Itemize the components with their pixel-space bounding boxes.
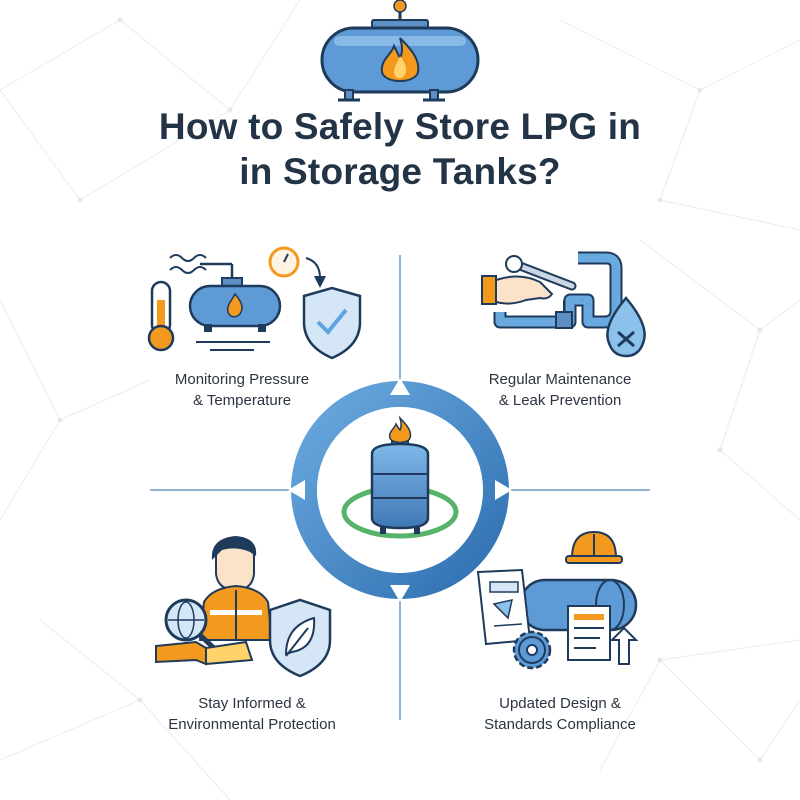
gear-icon [512,630,552,670]
upload-arrow-icon [609,626,639,665]
quadrant-design-illustration [476,530,639,670]
leak-drop-icon [606,296,646,358]
page-title: How to Safely Store LPG in in Storage Ta… [0,104,800,194]
caption-design-line1: Updated Design & [499,695,621,712]
vertical-lpg-cylinder-icon [341,415,459,539]
caption-design: Updated Design & Standards Compliance [430,693,690,735]
quadrant-monitoring-illustration [147,246,362,360]
hard-hat-icon [565,530,623,564]
worker-icon [198,536,274,641]
heat-waves-icon [169,254,207,274]
quadrant-informed-illustration [155,536,332,678]
title-line-1: How to Safely Store LPG in [158,106,642,147]
caption-monitoring-line2: & Temperature [192,392,292,409]
shield-check-icon [302,286,362,360]
caption-design-line2: Standards Compliance [484,716,636,733]
checklist-document-icon [567,605,611,661]
quadrant-maintenance-illustration [481,251,646,358]
hand-wrench-icon [481,255,577,305]
caption-informed-line1: Stay Informed & [198,695,306,712]
caption-informed: Stay Informed & Environmental Protection [122,693,382,735]
open-book-icon [155,640,254,666]
pressure-gauge-icon [268,246,326,288]
caption-monitoring: Monitoring Pressure & Temperature [112,369,372,411]
flame-icon [388,415,412,444]
caption-informed-line2: Environmental Protection [168,716,336,733]
caption-maintenance-line2: & Leak Prevention [498,392,622,409]
header-lpg-tank-icon [320,0,480,102]
lpg-tank-icon [188,262,282,332]
quadrant-dividers [150,255,650,720]
caption-monitoring-line1: Monitoring Pressure [174,371,310,388]
title-line-2: in Storage Tanks? [239,151,561,192]
blueprint-document-icon [476,568,532,646]
shield-leaf-icon [268,598,332,678]
thermometer-icon [147,280,175,352]
caption-maintenance-line1: Regular Maintenance [488,371,632,388]
caption-maintenance: Regular Maintenance & Leak Prevention [430,369,690,411]
